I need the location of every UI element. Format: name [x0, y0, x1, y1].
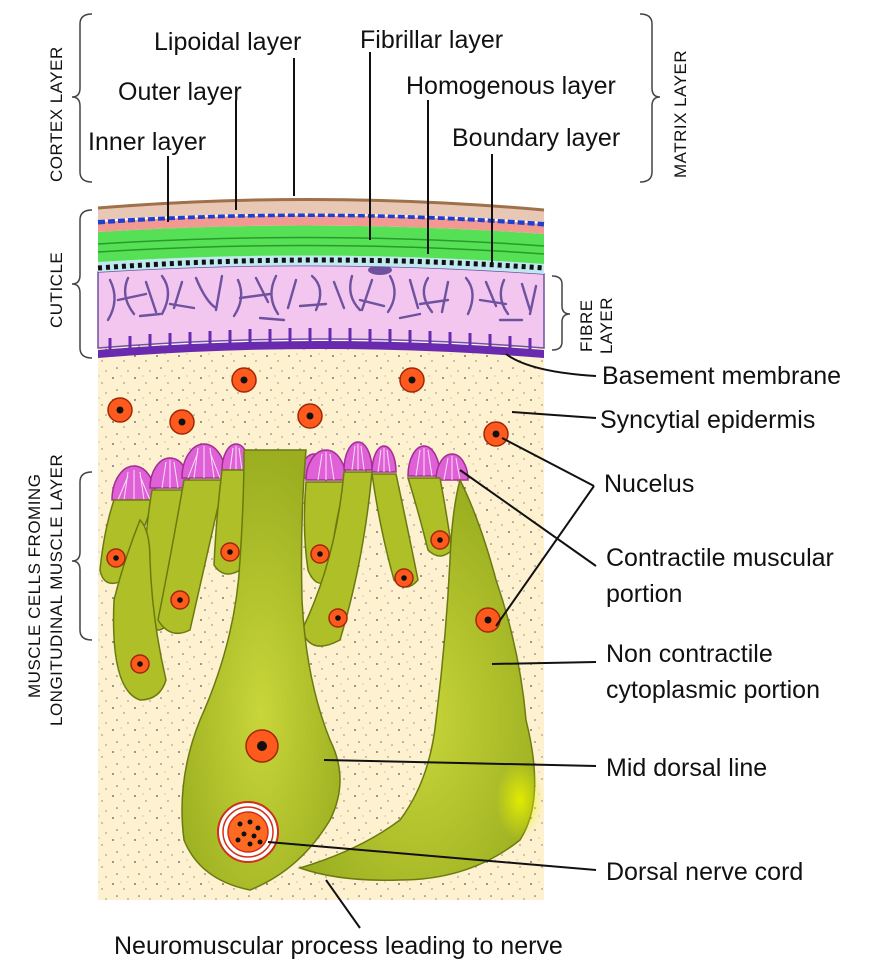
- label-basement-membrane: Basement membrane: [602, 362, 841, 390]
- side-label-cortex-layer: CORTEX LAYER: [47, 46, 66, 182]
- side-label-layer: LAYER: [597, 297, 616, 354]
- dorsal-nerve-cord: [218, 802, 278, 862]
- label-contractile-1: Contractile muscular: [606, 544, 834, 572]
- side-label-muscle-2: LONGITUDINAL MUSCLE LAYER: [47, 454, 66, 726]
- label-outer-layer: Outer layer: [118, 78, 242, 106]
- label-dorsal-nerve-cord: Dorsal nerve cord: [606, 858, 803, 886]
- label-fibrillar-layer: Fibrillar layer: [360, 26, 503, 54]
- cuticle: [98, 199, 544, 358]
- side-label-muscle-1: MUSCLE CELLS FROMING: [25, 474, 44, 698]
- label-contractile-2: portion: [606, 580, 682, 608]
- label-boundary-layer: Boundary layer: [452, 124, 620, 152]
- label-mid-dorsal-line: Mid dorsal line: [606, 754, 767, 782]
- label-non-contractile-2: cytoplasmic portion: [606, 676, 820, 704]
- side-label-cuticle: CUTICLE: [47, 252, 66, 328]
- fibre-nucleus: [368, 265, 392, 275]
- label-non-contractile-1: Non contractile: [606, 640, 773, 668]
- side-label-fibre: FIBRE: [577, 299, 596, 352]
- label-nucelus: Nucelus: [604, 470, 694, 498]
- side-label-matrix-layer: MATRIX LAYER: [671, 50, 690, 178]
- label-homogenous-layer: Homogenous layer: [406, 72, 616, 100]
- label-lipoidal-layer: Lipoidal layer: [154, 28, 301, 56]
- label-neuromuscular: Neuromuscular process leading to nerve: [114, 932, 563, 960]
- label-inner-layer: Inner layer: [88, 128, 206, 156]
- label-syncytial-epidermis: Syncytial epidermis: [600, 406, 815, 434]
